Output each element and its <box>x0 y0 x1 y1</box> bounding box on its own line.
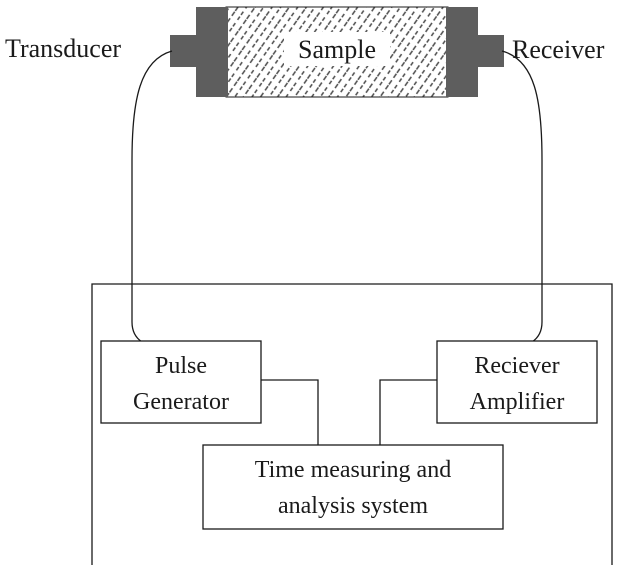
pulse-generator-line1: Pulse <box>155 353 207 379</box>
amplifier-to-time-connector <box>379 379 437 445</box>
time-measuring-line2: analysis system <box>278 493 428 519</box>
receiver-amplifier-box <box>436 340 598 424</box>
pulse-generator-box <box>100 340 262 424</box>
sample-label: Sample <box>298 35 376 64</box>
receiver-cable <box>501 50 543 343</box>
instrument-enclosure <box>91 283 613 565</box>
time-measuring-box <box>202 444 504 530</box>
transducer-block <box>196 7 228 97</box>
pulse-generator-line2: Generator <box>133 389 229 415</box>
time-measuring-line1: Time measuring and <box>255 457 451 483</box>
receiver-connector <box>476 35 504 67</box>
receiver-amplifier-line2: Amplifier <box>470 389 565 415</box>
receiver-label: Receiver <box>512 35 605 64</box>
transducer-connector <box>170 35 198 67</box>
transducer-cable <box>131 50 173 343</box>
receiver-block <box>446 7 478 97</box>
pulse-to-time-connector <box>261 379 319 445</box>
transducer-label: Transducer <box>5 34 121 63</box>
sample-label-bg <box>284 32 390 66</box>
receiver-amplifier-line1: Reciever <box>474 353 559 379</box>
